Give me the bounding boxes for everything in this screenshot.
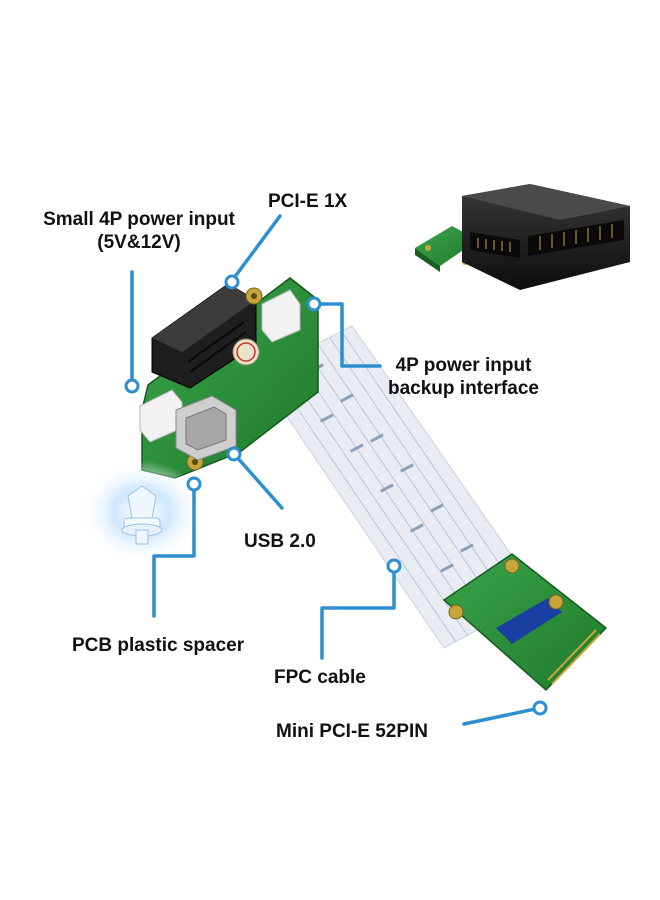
callout-line-fpc [320,566,396,660]
label-small-power: Small 4P power input (5V&12V) [30,208,248,254]
callout-dot-pcie-1x [224,274,240,290]
callout-line-pcie-1x [232,214,282,280]
callout-line-mini-pcie [462,706,542,726]
pcie-slot-inset [415,184,630,290]
plastic-spacer [80,460,204,564]
label-mini-pcie: Mini PCI-E 52PIN [276,721,429,742]
label-power-backup-line1: 4P power input [395,355,532,376]
callout-dot-usb [226,446,242,462]
callout-dot-power-backup [306,296,322,312]
label-pcie-1x: PCI-E 1X [268,191,348,212]
label-power-backup-line2: backup interface [388,378,539,399]
label-power-backup: 4P power input backup interface [388,354,539,400]
label-usb: USB 2.0 [244,531,316,552]
adapter-board [139,277,319,479]
callout-line-usb [234,454,284,510]
label-fpc: FPC cable [274,667,366,688]
label-small-power-line1: Small 4P power input [43,209,235,230]
label-spacer: PCB plastic spacer [72,635,245,656]
fpc-cable [257,325,541,649]
label-small-power-line2: (5V&12V) [97,232,181,253]
mini-pcie-card [442,553,608,692]
callout-line-spacer [152,484,196,618]
callout-dot-small-power [124,378,140,394]
callout-dot-fpc [386,558,402,574]
callout-line-power-backup [312,302,382,368]
callout-dot-mini-pcie [532,700,548,716]
callout-dot-spacer [186,476,202,492]
